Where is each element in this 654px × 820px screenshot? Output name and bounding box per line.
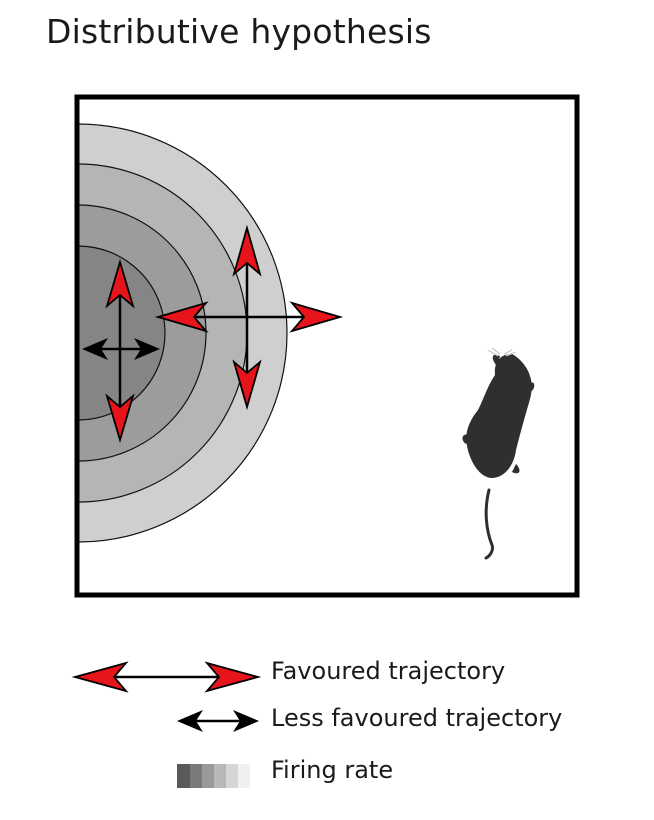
- favoured-trajectory-arrow: [232, 224, 262, 411]
- arena: [74, 94, 580, 598]
- arrowhead-down: [105, 393, 135, 444]
- trajectory-arrows: [82, 224, 344, 444]
- arrowhead-up: [232, 224, 262, 277]
- favoured-trajectory-arrow: [105, 258, 135, 444]
- favoured-trajectory-arrow: [154, 301, 344, 333]
- arrowhead-right: [134, 338, 160, 360]
- arrowhead-right: [289, 301, 344, 333]
- legend-firing-rate-scale: [177, 764, 250, 788]
- place-field: [79, 123, 288, 543]
- legend-firing-rate-label: Firing rate: [271, 756, 394, 784]
- arrowhead-left: [154, 301, 209, 333]
- legend-favoured-label: Favoured trajectory: [271, 657, 506, 685]
- legend-less-favoured-arrow: [177, 710, 259, 732]
- legend-favoured-arrow: [71, 661, 262, 693]
- arrowhead-down: [232, 359, 262, 411]
- arrowhead-up: [105, 258, 135, 309]
- arrowhead-left: [82, 338, 108, 360]
- less-favoured-trajectory-arrow: [82, 338, 160, 360]
- arena-border: [74, 94, 580, 598]
- place-field-ring-inner: [79, 245, 166, 421]
- page-title: Distributive hypothesis: [46, 12, 432, 51]
- legend-less-favoured-label: Less favoured trajectory: [271, 704, 563, 732]
- legend: [71, 661, 262, 788]
- mouse-illustration: [462, 347, 535, 560]
